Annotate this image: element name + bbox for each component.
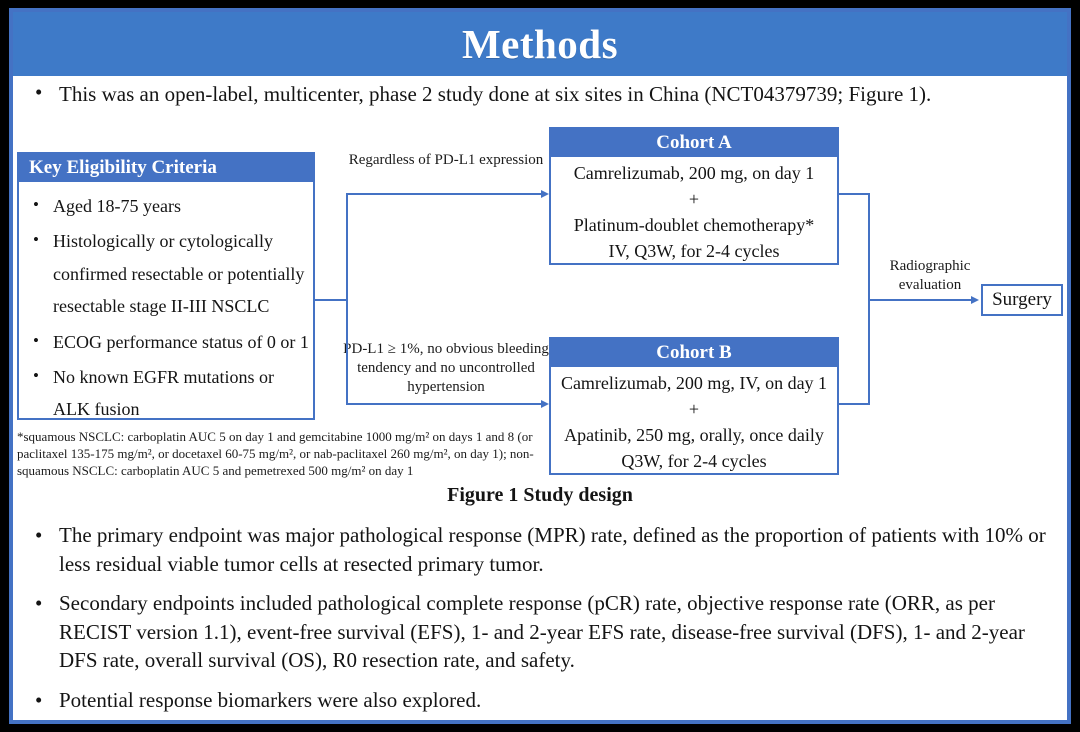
arrowhead-cohort-a [541,190,549,198]
surgery-label: Surgery [992,289,1052,310]
cohort-b-header: Cohort B [551,339,837,367]
intro-bullet: This was an open-label, multicenter, pha… [13,76,1067,110]
cohort-b-box: Cohort B Camrelizumab, 200 mg, IV, on da… [549,337,839,475]
endpoint-bullets: The primary endpoint was major pathologi… [13,521,1067,714]
cohort-b-line: Camrelizumab, 200 mg, IV, on day 1 [560,373,828,393]
cohort-a-header: Cohort A [551,129,837,157]
arrowhead-surgery [971,296,979,304]
arrowhead-cohort-b [541,400,549,408]
bullet-primary-endpoint: The primary endpoint was major pathologi… [13,521,1059,578]
bullet-biomarkers: Potential response biomarkers were also … [13,686,1059,715]
connector-cohort-a-out [839,193,870,195]
connector-left-vertical [346,194,348,405]
eligibility-list: Aged 18-75 years Histologically or cytol… [19,182,313,426]
study-design-diagram: Key Eligibility Criteria Aged 18-75 year… [13,110,1067,484]
eligibility-item: ECOG performance status of 0 or 1 [29,326,309,358]
cohort-b-line: Q3W, for 2-4 cycles [621,451,767,471]
cohort-a-line: Platinum-doublet chemotherapy* [573,215,815,235]
branch-a-label: Regardless of PD-L1 expression [348,152,544,168]
plus-sign: + [688,399,700,419]
connector-to-cohort-b [346,403,542,405]
evaluation-label: Radiographic evaluation [889,258,971,294]
cohort-b-body: Camrelizumab, 200 mg, IV, on day 1 + Apa… [551,367,837,477]
eligibility-item: No known EGFR mutations or ALK fusion [29,361,309,426]
title-banner: Methods [13,12,1067,76]
intro-bullet-text: This was an open-label, multicenter, pha… [59,82,932,106]
page-title: Methods [461,21,619,67]
eligibility-header: Key Eligibility Criteria [19,154,313,182]
eligibility-box: Key Eligibility Criteria Aged 18-75 year… [17,152,315,420]
cohort-a-line: Camrelizumab, 200 mg, on day 1 [573,163,815,183]
surgery-box: Surgery [981,284,1063,316]
bullet-secondary-endpoints: Secondary endpoints included pathologica… [13,589,1059,675]
eligibility-item: Aged 18-75 years [29,190,309,222]
cohort-a-box: Cohort A Camrelizumab, 200 mg, on day 1 … [549,127,839,265]
figure-caption: Figure 1 Study design [447,484,633,506]
cohort-a-body: Camrelizumab, 200 mg, on day 1 + Platinu… [551,157,837,267]
connector-eligibility-out [315,299,348,301]
cohort-b-line: Apatinib, 250 mg, orally, once daily [564,425,824,445]
slide-frame: Methods This was an open-label, multicen… [9,8,1071,724]
branch-b-label: PD-L1 ≥ 1%, no obvious bleeding tendency… [343,341,549,396]
connector-cohort-b-out [839,403,870,405]
chemotherapy-footnote: *squamous NSCLC: carboplatin AUC 5 on da… [17,429,534,479]
eligibility-item: Histologically or cytologically confirme… [29,225,309,322]
connector-to-cohort-a [346,193,542,195]
plus-sign: + [688,189,700,209]
connector-to-surgery [868,299,973,301]
cohort-a-line: IV, Q3W, for 2-4 cycles [608,241,780,261]
